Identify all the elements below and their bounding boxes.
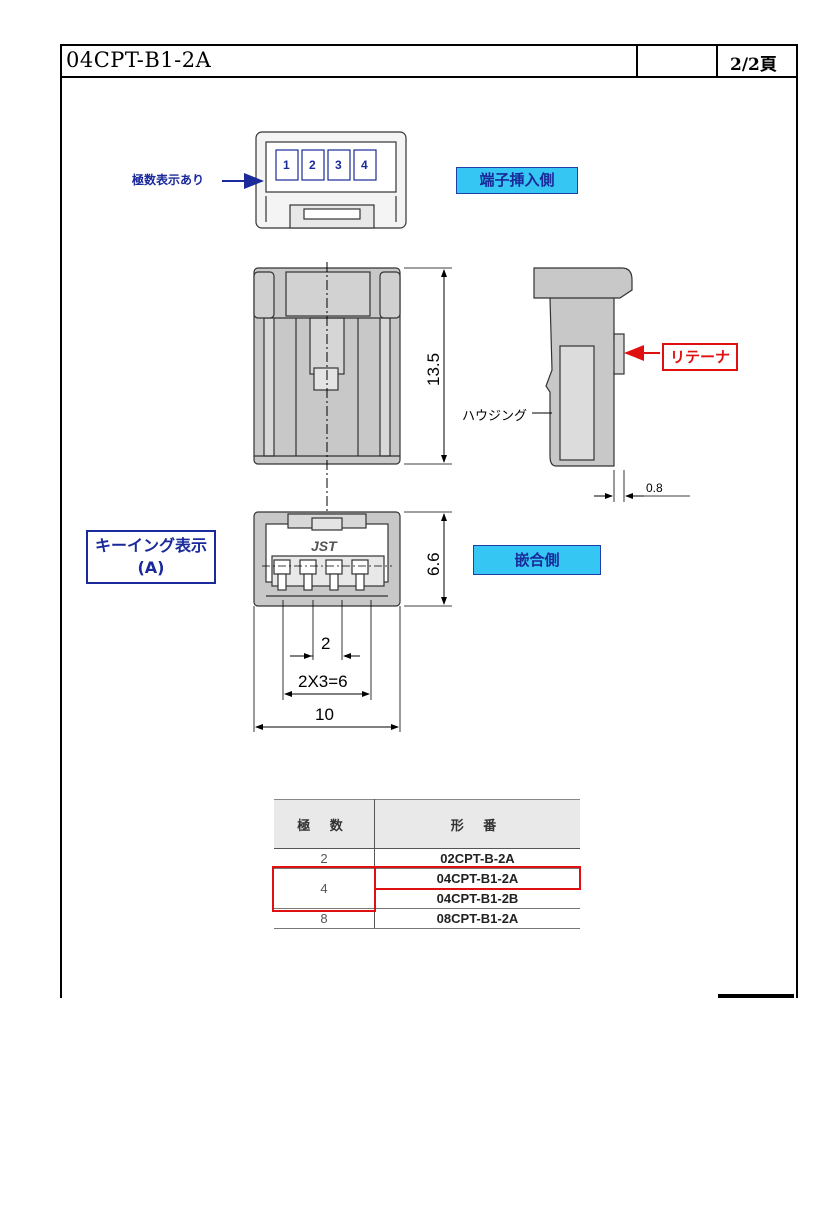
pin-number: 1: [283, 158, 290, 172]
terminal-side-view: [255, 131, 407, 229]
terminal-side-tag: 端子挿入側: [456, 167, 578, 194]
dimension-width: 10: [315, 705, 334, 724]
table-cell-model: 04CPT-B1-2A: [374, 868, 580, 889]
polarity-mark-label: 極数表示あり: [132, 173, 205, 187]
keying-indicator-box: キーイング表示 (A): [86, 530, 216, 584]
dimension-retainer-offset: 0.8: [646, 481, 663, 495]
table-row: 2 02CPT-B-2A: [274, 848, 580, 869]
dimension-height: 13.5: [424, 352, 443, 386]
side-view: [533, 267, 633, 467]
pin-number: 3: [335, 158, 342, 172]
mating-side-view: [253, 511, 401, 607]
title-block-divider: [636, 44, 638, 76]
table-cell-poles: 2: [274, 848, 375, 869]
keying-label: キーイング表示: [94, 536, 207, 555]
current-poles-highlight: [272, 866, 376, 912]
table-row: 4 04CPT-B1-2A: [274, 868, 580, 909]
drawing-title: 04CPT-B1-2A: [66, 48, 212, 72]
table-cell-model: 02CPT-B-2A: [374, 848, 580, 869]
table-row: 8 08CPT-B1-2A: [274, 908, 580, 929]
dimension-span: 2X3=6: [298, 672, 348, 691]
model-table: 極 数 形 番 2 02CPT-B-2A 4 04CPT-B1-2A 04CPT…: [274, 799, 580, 929]
table-cell-poles: 4: [274, 868, 375, 909]
retainer-tag: リテーナ: [662, 343, 738, 371]
page-number: 2/2頁: [730, 55, 777, 75]
dimension-mating-height: 6.6: [424, 552, 443, 576]
title-block-divider: [716, 44, 718, 76]
table-cell-poles: 8: [274, 908, 375, 929]
pin-number: 4: [361, 158, 368, 172]
table-cell-model: 04CPT-B1-2B: [374, 888, 580, 909]
keying-type: (A): [137, 558, 165, 577]
table-row: 04CPT-B1-2B: [274, 888, 580, 909]
drawing-frame: [60, 44, 798, 998]
housing-label: ハウジング: [462, 408, 528, 423]
mating-side-tag: 嵌合側: [473, 545, 601, 575]
table-header-model: 形 番: [374, 799, 580, 849]
title-block: 04CPT-B1-2A 2/2頁: [60, 44, 796, 78]
dimension-pitch: 2: [321, 634, 331, 653]
frame-corner-mark: [718, 994, 794, 998]
current-model-highlight: [374, 866, 581, 890]
jst-logo: JST: [311, 538, 337, 554]
pin-number: 2: [309, 158, 316, 172]
table-header-poles: 極 数: [274, 799, 375, 849]
table-cell-model: 08CPT-B1-2A: [374, 908, 580, 929]
